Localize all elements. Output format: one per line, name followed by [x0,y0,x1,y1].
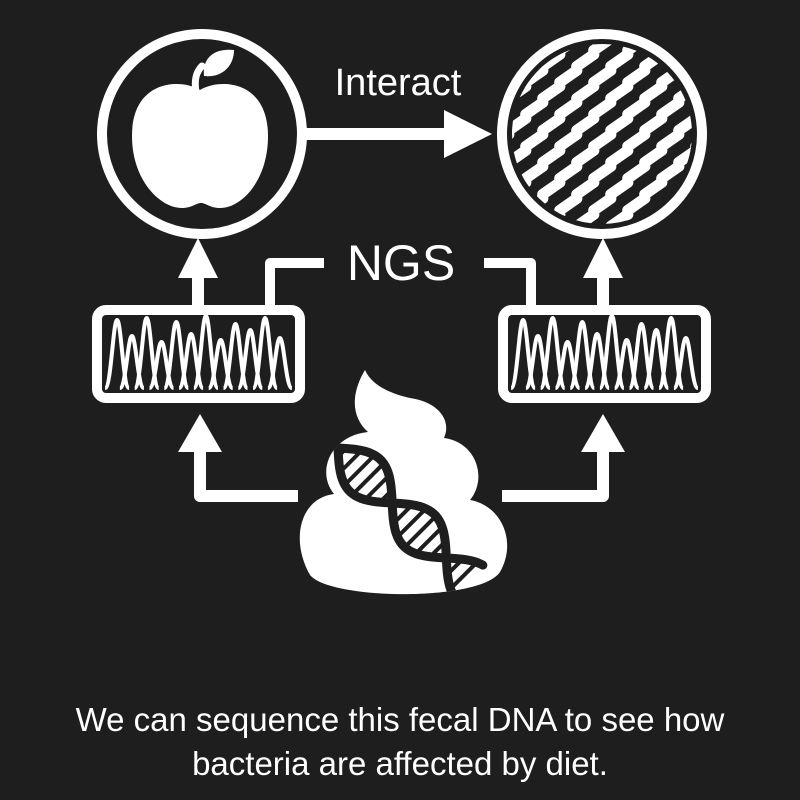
interact-label: Interact [335,62,462,104]
food-node [97,29,307,239]
chromatogram-icon [103,313,294,390]
microbes-node [497,29,707,239]
poop-dna-icon [299,370,508,595]
chromatogram-icon [509,313,700,390]
caption-line-1: We can sequence this fecal DNA to see ho… [75,701,725,738]
arrow-sample-to-right [502,414,625,502]
interact-arrow [306,110,492,158]
apple-icon [132,49,268,208]
caption-line-2: bacteria are affected by diet. [192,745,608,782]
caption: We can sequence this fecal DNA to see ho… [0,698,800,786]
arrow-up-left [178,238,218,310]
arrow-sample-to-left [178,414,298,502]
arrow-up-right [583,238,623,310]
ngs-connector-right [484,258,536,308]
sequencer-right [498,305,711,403]
sequencer-left [92,305,305,403]
ngs-connector-left [265,258,324,308]
ngs-label: NGS [347,235,455,291]
